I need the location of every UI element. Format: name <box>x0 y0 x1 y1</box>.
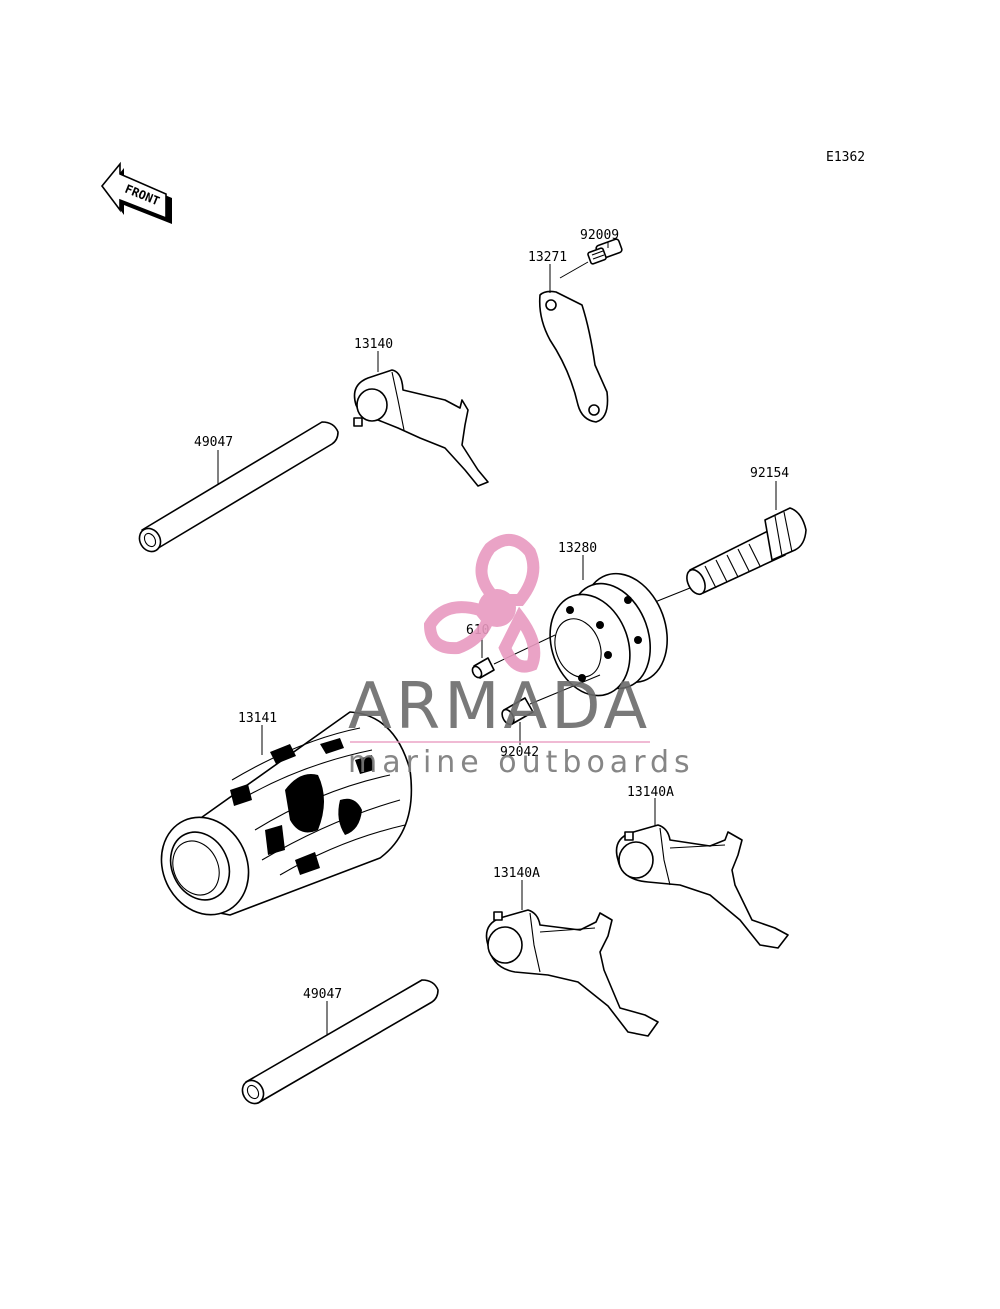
label-13140[interactable]: 13140 <box>354 337 393 352</box>
label-49047-bottom[interactable]: 49047 <box>303 987 342 1002</box>
watermark-tagline: marine outboards <box>348 745 695 780</box>
diagram-code: E1362 <box>826 150 865 165</box>
part-49047-bottom[interactable] <box>238 979 439 1107</box>
part-49047-top[interactable] <box>135 421 339 555</box>
part-13141[interactable] <box>146 711 413 929</box>
label-13280[interactable]: 13280 <box>558 541 597 556</box>
part-92009[interactable] <box>587 238 623 265</box>
front-arrow-icon: FRONT <box>100 161 172 224</box>
propeller-logo-icon <box>423 534 541 673</box>
armada-watermark: ARMADA marine outboards <box>348 534 695 780</box>
part-13280[interactable] <box>537 562 682 707</box>
label-13140A-left[interactable]: 13140A <box>493 866 540 881</box>
label-13271[interactable]: 13271 <box>528 250 567 265</box>
label-92009[interactable]: 92009 <box>580 228 619 243</box>
label-92042[interactable]: 92042 <box>500 745 539 760</box>
part-92042[interactable] <box>500 697 534 726</box>
part-92154[interactable] <box>683 507 807 597</box>
label-49047-top[interactable]: 49047 <box>194 435 233 450</box>
label-13141[interactable]: 13141 <box>238 711 277 726</box>
label-92154[interactable]: 92154 <box>750 466 789 481</box>
part-13271[interactable] <box>538 290 609 423</box>
part-13140A-right[interactable] <box>615 824 789 949</box>
part-13140[interactable] <box>353 369 489 487</box>
part-610[interactable] <box>471 657 495 679</box>
watermark-brand: ARMADA <box>348 670 651 744</box>
part-13140A-left[interactable] <box>485 909 659 1037</box>
label-13140A-right[interactable]: 13140A <box>627 785 674 800</box>
